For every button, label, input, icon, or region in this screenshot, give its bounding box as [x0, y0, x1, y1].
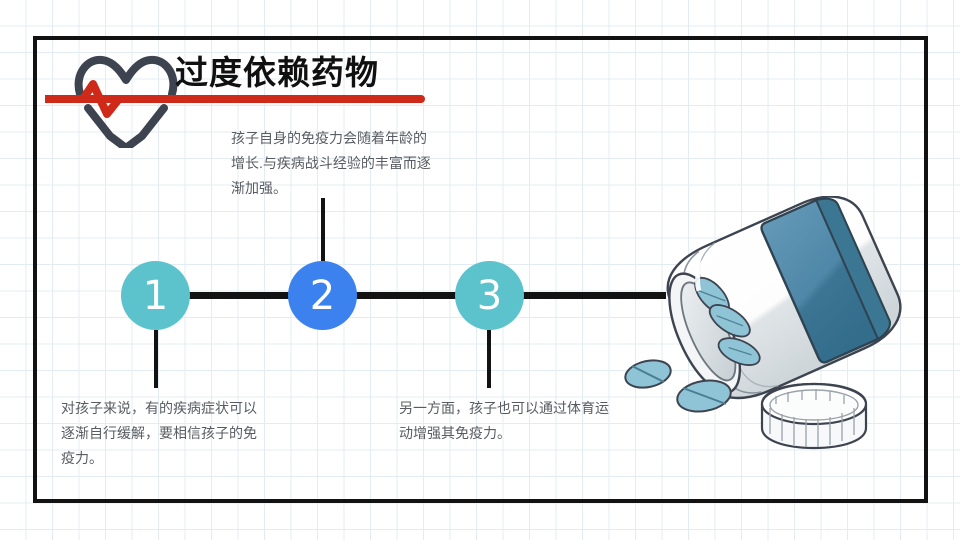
- slide-border-frame: [33, 36, 928, 503]
- timeline-node-3-number: 3: [476, 272, 503, 319]
- connector-stem-3: [487, 330, 491, 388]
- timeline-node-2-number: 2: [309, 272, 336, 319]
- timeline-node-1-number: 1: [142, 272, 169, 319]
- timeline-node-1[interactable]: 1: [121, 261, 190, 330]
- timeline-node-2[interactable]: 2: [288, 261, 357, 330]
- caption-two: 孩子自身的免疫力会随着年龄的增长.与疾病战斗经验的丰富而逐渐加强。: [231, 130, 431, 196]
- heartbeat-icon: [70, 48, 182, 152]
- caption-three: 另一方面，孩子也可以通过体育运动增强其免疫力。: [399, 400, 609, 441]
- pill-bottle-illustration: [624, 196, 902, 450]
- timeline-node-3[interactable]: 3: [455, 261, 524, 330]
- page-title: 过度依赖药物: [175, 54, 379, 91]
- connector-stem-2: [321, 198, 325, 261]
- caption-one: 对孩子来说，有的疾病症状可以逐渐自行缓解，要相信孩子的免疫力。: [61, 400, 257, 466]
- timeline-bar: [186, 292, 666, 299]
- connector-stem-1: [154, 330, 158, 388]
- ecg-pulse-line: [45, 80, 255, 118]
